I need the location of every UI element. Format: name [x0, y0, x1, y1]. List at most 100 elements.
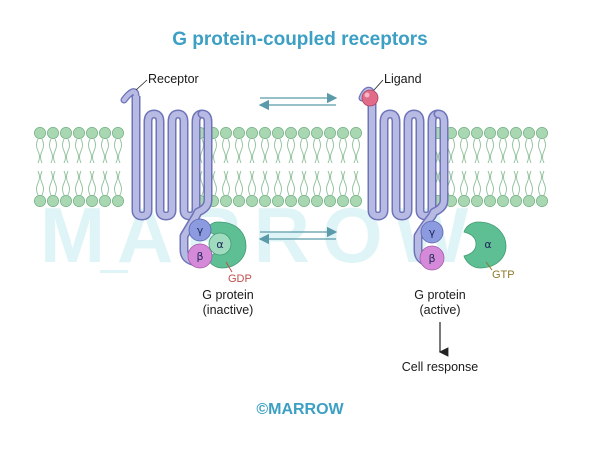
lipid-tail	[464, 170, 468, 196]
lipid-tail	[503, 138, 507, 164]
lipid-head	[60, 127, 72, 139]
lipid-tail	[252, 170, 256, 196]
lipid-tail	[512, 170, 516, 196]
ligand-label: Ligand	[384, 72, 422, 86]
lipid-tail	[118, 170, 122, 196]
lipid-tail	[451, 170, 455, 196]
gamma-label-inactive: γ	[197, 224, 204, 237]
lipid-tail	[460, 170, 464, 196]
lipid-tail	[200, 170, 204, 196]
lipid-tail	[75, 138, 79, 164]
lipid-tail	[330, 170, 334, 196]
lipid-tail	[278, 170, 282, 196]
lipid-tail	[53, 138, 57, 164]
lipid-tail	[235, 138, 239, 164]
lipid-tail	[460, 138, 464, 164]
lipid-head	[497, 195, 509, 207]
lipid-head	[246, 127, 258, 139]
lipid-tail	[239, 170, 243, 196]
lipid-tail	[213, 138, 217, 164]
lipid-head	[350, 195, 362, 207]
lipid-head	[298, 195, 310, 207]
lipid-tail	[92, 170, 96, 196]
receptor-label: Receptor	[148, 72, 199, 86]
lipid-tail	[343, 170, 347, 196]
lipid-tail	[477, 170, 481, 196]
gamma-subunit-inactive	[188, 218, 212, 242]
lipid-tail	[499, 170, 503, 196]
lipid-head	[510, 195, 522, 207]
lipid-head	[34, 127, 46, 139]
lipid-head	[272, 195, 284, 207]
alpha-subunit-active	[463, 221, 507, 269]
lipid-tail	[274, 170, 278, 196]
lipid-head	[233, 127, 245, 139]
lipid-head	[259, 195, 271, 207]
lipid-tail	[265, 138, 269, 164]
lipid-tail	[490, 170, 494, 196]
lipid-tail	[317, 170, 321, 196]
lipid-tail	[278, 138, 282, 164]
lipid-head	[523, 195, 535, 207]
lipid-tail	[339, 170, 343, 196]
lipid-head	[99, 195, 111, 207]
beta-subunit-active	[419, 245, 445, 271]
lipid-head	[86, 127, 98, 139]
alpha-label-active: α	[484, 238, 491, 251]
lipid-tail	[356, 170, 360, 196]
lipid-head	[337, 127, 349, 139]
lipid-tail	[343, 138, 347, 164]
lipid-head	[311, 195, 323, 207]
lipid-head	[112, 195, 124, 207]
lipid-head	[99, 127, 111, 139]
g-protein-active-label-line1: G protein	[414, 288, 465, 302]
lipid-tail	[529, 138, 533, 164]
lipid-head	[510, 127, 522, 139]
beta-label-inactive: β	[196, 250, 203, 263]
lipid-head	[324, 195, 336, 207]
lipid-tail	[248, 170, 252, 196]
lipid-head	[337, 195, 349, 207]
lipid-tail	[105, 170, 109, 196]
gamma-label-active: γ	[429, 226, 436, 239]
lipid-tail	[516, 138, 520, 164]
lipid-tail	[287, 138, 291, 164]
lipid-tail	[92, 138, 96, 164]
lipid-tail	[516, 170, 520, 196]
lipid-tail	[222, 170, 226, 196]
lipid-head	[536, 195, 548, 207]
lipid-tail	[248, 138, 252, 164]
g-protein-active	[419, 220, 507, 271]
lipid-tail	[304, 170, 308, 196]
gtp-label: GTP	[492, 269, 515, 281]
lipid-tail	[235, 170, 239, 196]
receptor-inactive	[120, 88, 213, 267]
lipid-tail	[222, 138, 226, 164]
lipid-head	[536, 127, 548, 139]
lipid-head	[523, 127, 535, 139]
lipid-tail	[200, 138, 204, 164]
lipid-tail	[114, 170, 118, 196]
lipid-tail	[291, 138, 295, 164]
gdp-label: GDP	[228, 273, 252, 285]
lipid-tail	[105, 138, 109, 164]
lipid-tail	[265, 170, 269, 196]
lipid-head	[285, 127, 297, 139]
lipid-tail	[326, 138, 330, 164]
lipid-head	[311, 127, 323, 139]
lipid-head	[73, 195, 85, 207]
lipid-head	[112, 127, 124, 139]
lipid-tail	[49, 138, 53, 164]
lipid-head	[497, 127, 509, 139]
lipid-tail	[304, 138, 308, 164]
diagram-title: G protein-coupled receptors	[172, 29, 427, 50]
lipid-tail	[226, 138, 230, 164]
lipid-tail	[525, 170, 529, 196]
lipid-tail	[330, 138, 334, 164]
gamma-subunit-active	[420, 220, 444, 244]
lipid-tail	[79, 138, 83, 164]
lipid-tail	[226, 170, 230, 196]
ligand-molecule	[361, 89, 379, 107]
lipid-bilayer	[34, 127, 548, 207]
lipid-tail	[239, 138, 243, 164]
